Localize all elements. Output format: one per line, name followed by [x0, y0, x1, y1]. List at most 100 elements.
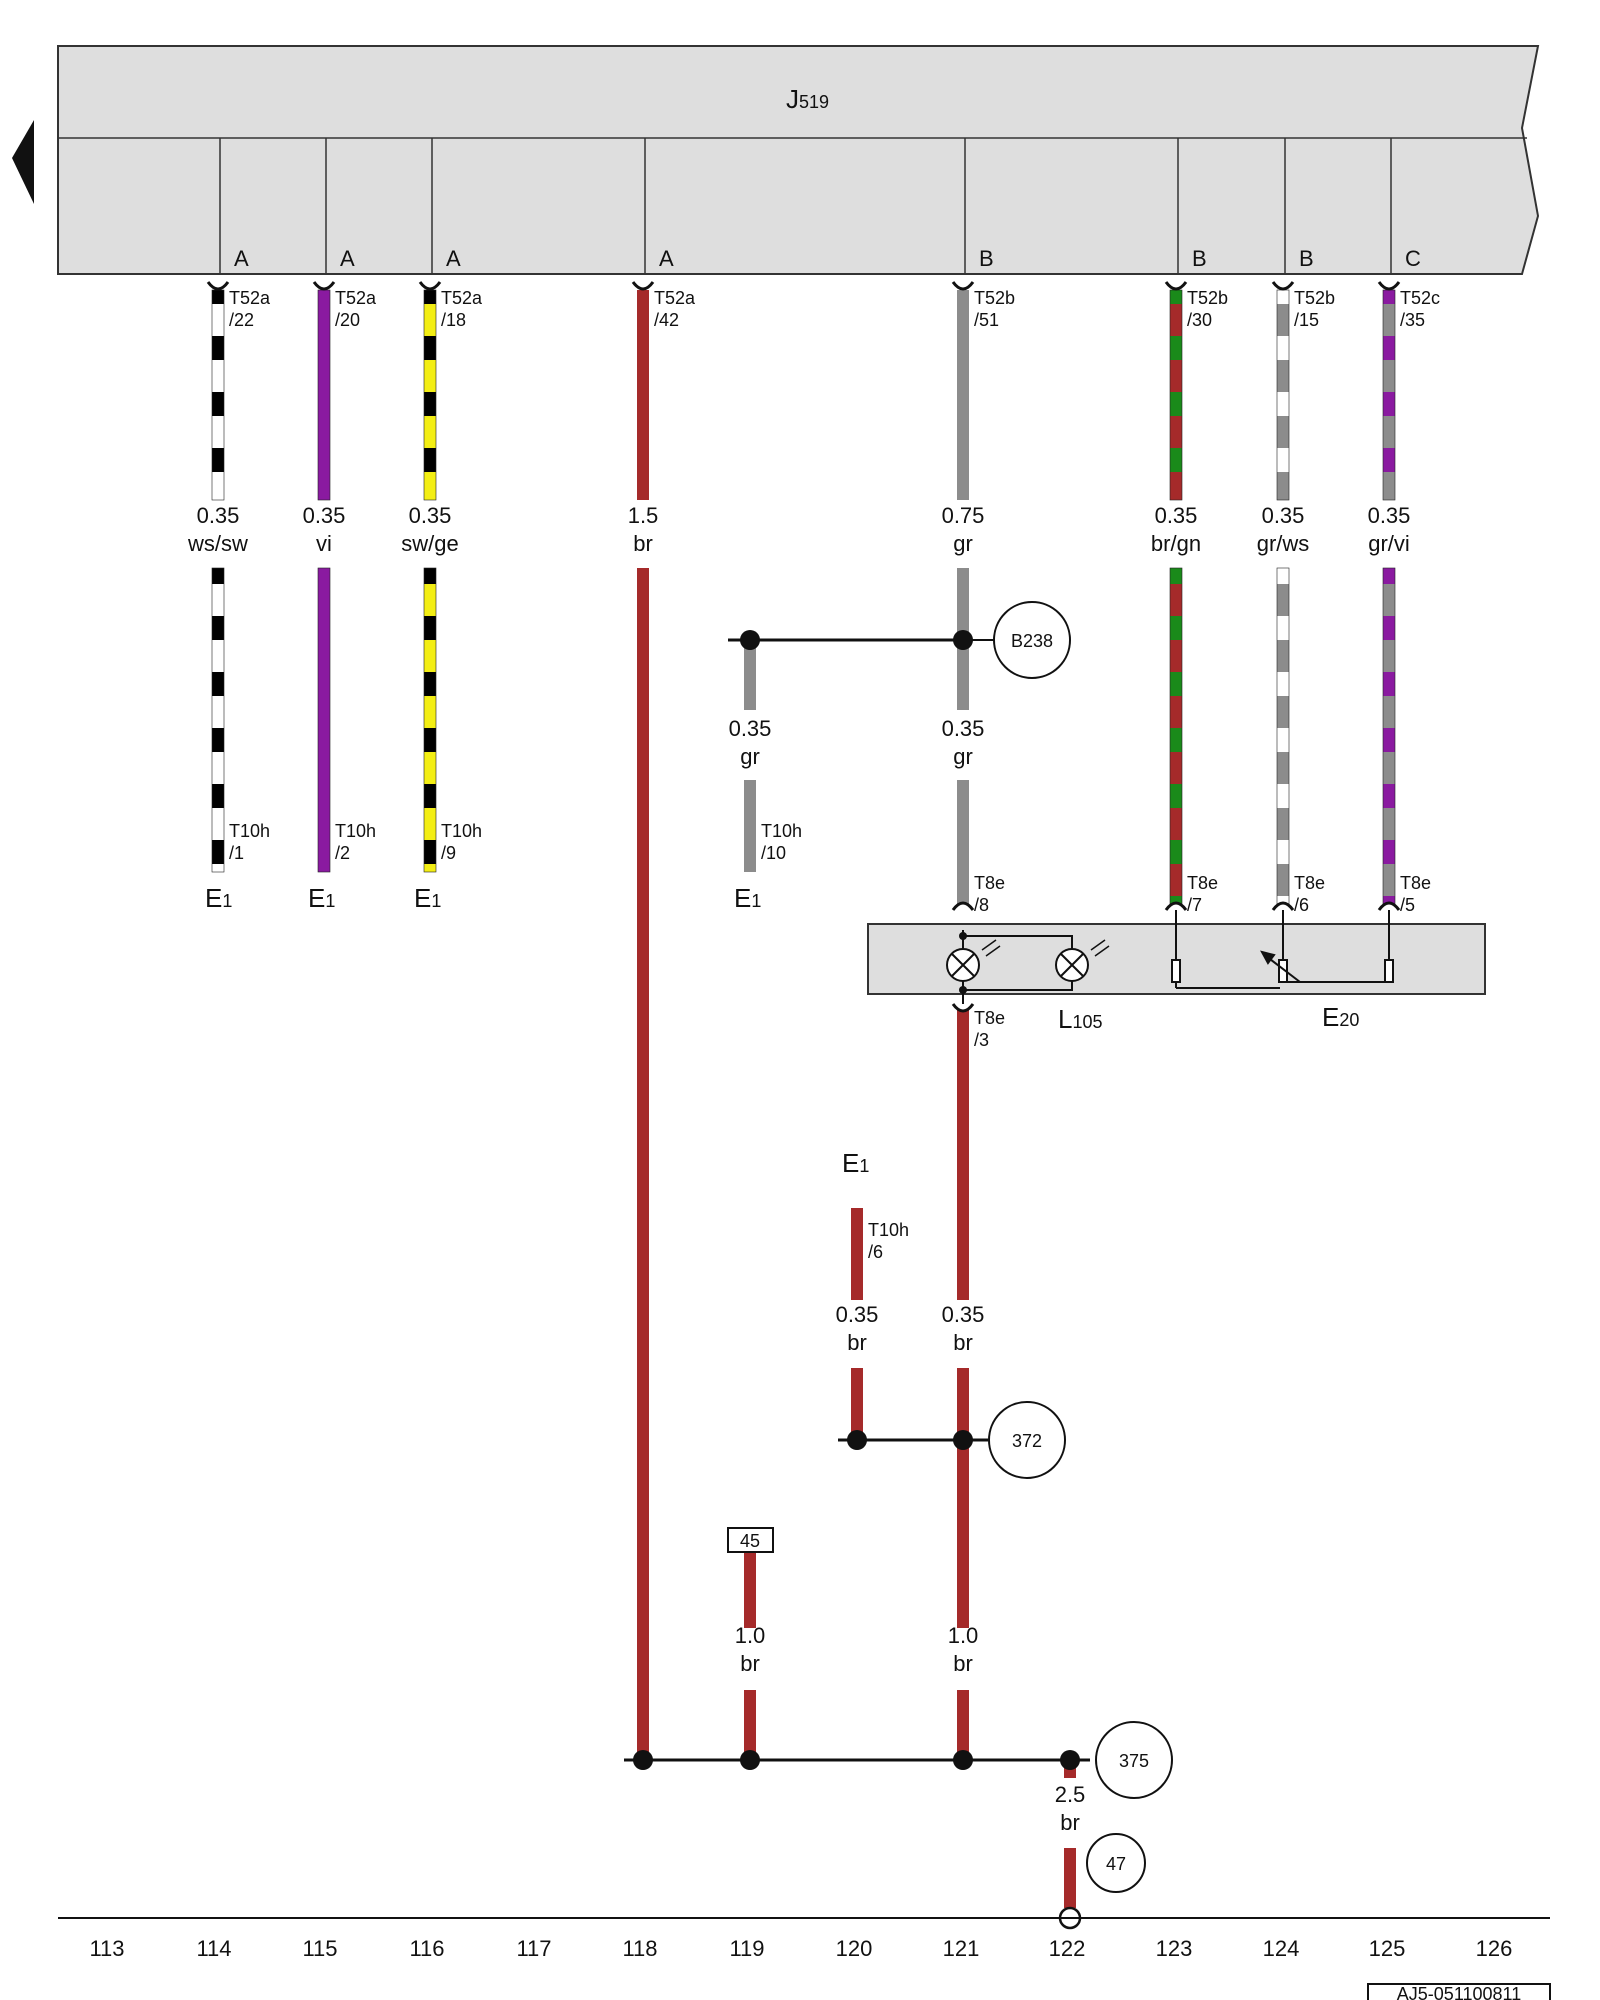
column-number: 113 — [89, 1936, 124, 1961]
wire-br-e1 — [851, 1208, 863, 1300]
connector-icon — [1164, 281, 1188, 291]
wire-gr-vi-upper — [1382, 289, 1396, 501]
connector-icon — [1377, 901, 1401, 911]
bulb-icon — [946, 939, 1001, 982]
wire-gauge: 0.35 — [836, 1302, 879, 1327]
wire-color: gr/vi — [1368, 531, 1410, 556]
connector-label: T52a — [229, 288, 271, 308]
connector-label: T10h — [441, 821, 482, 841]
connector-icon — [206, 281, 230, 291]
pin-group-label: A — [446, 246, 461, 271]
connector-label: T52a — [654, 288, 696, 308]
splice-dot — [953, 1430, 973, 1450]
wire-spec-labels: 0.35 ws/sw 0.35 vi 0.35 sw/ge 1.5 br 0.7… — [187, 503, 1410, 1835]
wire-br-mid — [957, 1368, 969, 1628]
wire-ws-sw-lower — [211, 567, 225, 873]
wire-vi-lower — [317, 567, 331, 873]
control-module-j519: J519 — [12, 45, 1540, 275]
column-number: 117 — [516, 1936, 551, 1961]
lamp-rheostat-block: L105 E20 — [867, 910, 1486, 1034]
wire-color: gr/ws — [1257, 531, 1310, 556]
wire-gr-branch-lower — [744, 780, 756, 872]
ref-label: 47 — [1106, 1854, 1126, 1874]
pin-group-label: A — [659, 246, 674, 271]
wire-br-gn-lower — [1169, 567, 1183, 905]
column-number: 126 — [1476, 1936, 1513, 1961]
wire-gauge: 1.0 — [948, 1623, 979, 1648]
module-connectors — [206, 281, 1401, 1013]
wire-br-gn-upper — [1169, 289, 1183, 501]
wire-gauge: 0.35 — [942, 1302, 985, 1327]
wire-color: br — [953, 1330, 973, 1355]
pin-label: /30 — [1187, 310, 1212, 330]
t8e-labels: T8e /8 T8e /7 T8e /6 T8e /5 T8e /3 — [974, 873, 1431, 1050]
splice-dot — [740, 1750, 760, 1770]
wire-gr-vi-lower — [1382, 567, 1396, 905]
ref-circle — [993, 601, 1071, 679]
pin-label: /51 — [974, 310, 999, 330]
connector-label: T8e — [1400, 873, 1431, 893]
circle-refs: B238 372 375 47 — [988, 601, 1173, 1893]
pin-label: /20 — [335, 310, 360, 330]
connector-icon — [418, 281, 442, 291]
wire-sw-ge-upper — [423, 289, 437, 501]
column-number: 124 — [1263, 1936, 1300, 1961]
connector-icon — [951, 901, 975, 911]
column-number: 115 — [302, 1936, 337, 1961]
pin-group-label: B — [1192, 246, 1207, 271]
pin-label: /35 — [1400, 310, 1425, 330]
doc-id-box: AJ5-051100811 — [1367, 1983, 1551, 2000]
ref-label: 375 — [1119, 1751, 1149, 1771]
wire-color: br — [633, 531, 653, 556]
pin-group-label: A — [340, 246, 355, 271]
component-e1: E1 — [842, 1148, 869, 1178]
connector-label: T10h — [761, 821, 802, 841]
pin-label: /22 — [229, 310, 254, 330]
wire-gr-ws-lower — [1276, 567, 1290, 905]
wire-color: br — [740, 1651, 760, 1676]
pin-group-label: B — [979, 246, 994, 271]
wire-gr-lower — [957, 780, 969, 904]
wire-gauge: 1.0 — [735, 1623, 766, 1648]
connector-icon — [1377, 281, 1401, 291]
module-pin-lines: A A A A B B B C — [219, 138, 1421, 274]
connector-icon — [951, 281, 975, 291]
wire-gauge: 0.35 — [303, 503, 346, 528]
component-e20: E20 — [1322, 1002, 1359, 1032]
ref-label: B238 — [1011, 631, 1053, 651]
column-number: 123 — [1156, 1936, 1193, 1961]
component-l105: L105 — [1058, 1004, 1103, 1034]
wire-br-low — [957, 1690, 969, 1760]
wire-gauge: 2.5 — [1055, 1782, 1086, 1807]
connector-label: T52b — [1187, 288, 1228, 308]
wire-br-lamp-out — [957, 1010, 969, 1300]
connector-label: T10h — [335, 821, 376, 841]
ref-circle — [1095, 1721, 1173, 1799]
wire-color: br/gn — [1151, 531, 1201, 556]
wire-gr-ws-upper — [1276, 289, 1290, 501]
connector-icon — [631, 281, 655, 291]
continuation-arrow-icon — [12, 120, 34, 204]
e1-end-labels: T10h /1 E1 T10h /2 E1 T10h /9 E1 T10h /1… — [205, 821, 802, 913]
splice-dot — [740, 630, 760, 650]
column-number: 122 — [1049, 1936, 1086, 1961]
wire-gr-upper — [957, 290, 969, 500]
connector-label: T10h — [229, 821, 270, 841]
connector-label: T8e — [1294, 873, 1325, 893]
pin-group-label: B — [1299, 246, 1314, 271]
wire-ws-sw-upper — [211, 289, 225, 501]
rheostat-icon — [1171, 910, 1394, 989]
wire-sw-ge-lower — [423, 567, 437, 873]
connector-label: T52b — [1294, 288, 1335, 308]
doc-id: AJ5-051100811 — [1397, 1984, 1521, 2000]
column-ruler: 113 114 115 116 117 118 119 120 121 122 … — [58, 1917, 1550, 1961]
wire-br-upper — [637, 290, 649, 500]
pin-label: /9 — [441, 843, 456, 863]
connector-label: T8e — [1187, 873, 1218, 893]
module-connector-labels: T52a /22 T52a /20 T52a /18 T52a /42 T52b… — [229, 288, 1440, 330]
wire-br-feed45-upper — [744, 1552, 756, 1628]
splice-dot — [633, 1750, 653, 1770]
wire-br-feed45-lower — [744, 1690, 756, 1760]
wire-color: br — [953, 1651, 973, 1676]
